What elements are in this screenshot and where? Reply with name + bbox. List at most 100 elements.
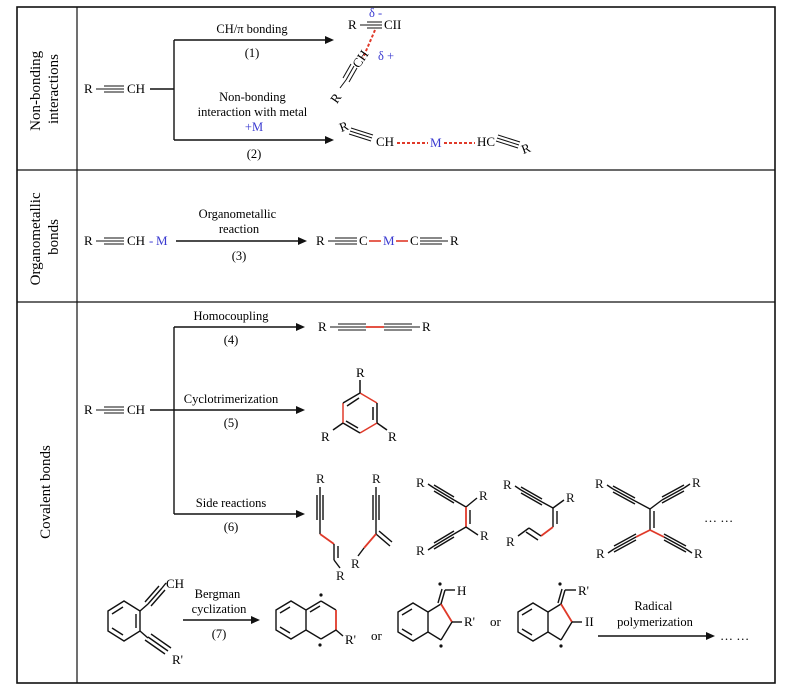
svg-text:-: - <box>149 233 153 248</box>
svg-text:R: R <box>336 568 345 583</box>
svg-text:δ +: δ + <box>378 49 394 63</box>
enediyne-ch: CH <box>166 576 184 591</box>
svg-text:M: M <box>383 233 395 248</box>
product-metal-bridge: R CH M HC R <box>337 118 533 157</box>
product-metal-acetylide: R C M C R <box>316 233 459 248</box>
section-label-organometallic: Organometallic bonds <box>28 189 62 286</box>
side-product-b: R R <box>351 471 393 571</box>
product-benzene <box>332 380 388 434</box>
polymer-ellipsis: … … <box>720 628 749 643</box>
svg-text:C: C <box>359 233 368 248</box>
svg-text:R: R <box>506 534 515 549</box>
side-products-ellipsis: … … <box>704 510 733 525</box>
svg-text:R: R <box>372 471 381 486</box>
reaction-5-label: Cyclotrimerization <box>184 392 279 406</box>
reaction-6-number: (6) <box>224 520 239 534</box>
svg-text:R: R <box>416 475 425 490</box>
alkyne-reactant-3: R CH <box>84 402 145 417</box>
svg-text:C: C <box>410 233 419 248</box>
reaction-3-label: Organometallic reaction <box>199 207 280 236</box>
reaction-5-number: (5) <box>224 416 239 430</box>
arrowhead-4 <box>296 323 305 331</box>
fulvene-diradical-2 <box>517 582 582 648</box>
svg-text:CH: CH <box>349 47 372 70</box>
product-diyne: R R <box>318 319 431 334</box>
alkyne-metal-reactant: R CH - M <box>84 233 168 248</box>
arrowhead-5 <box>296 406 305 414</box>
reaction-7-number: (7) <box>212 627 227 641</box>
svg-text:R: R <box>479 488 488 503</box>
fulvene-1-h: H <box>457 583 466 598</box>
branch-lines-3 <box>150 326 296 515</box>
svg-text:M: M <box>156 233 168 248</box>
section-label-non-bonding: Non-bonding interactions <box>28 47 62 131</box>
svg-text:CH: CH <box>127 81 145 96</box>
svg-text:R: R <box>692 475 701 490</box>
enediyne-reactant <box>107 582 172 655</box>
svg-text:R: R <box>351 556 360 571</box>
side-product-d: R R R <box>503 477 575 549</box>
reaction-3-number: (3) <box>232 249 247 263</box>
enediyne-rprime: R' <box>172 652 183 667</box>
branch-lines-1 <box>150 39 325 141</box>
arrowhead-6 <box>296 510 305 518</box>
benzene-r-right: R <box>388 429 397 444</box>
reaction-1-number: (1) <box>245 46 260 60</box>
side-product-e: R R R R <box>595 475 703 561</box>
svg-text:R: R <box>450 233 459 248</box>
svg-text:R: R <box>84 233 93 248</box>
svg-text:R: R <box>316 233 325 248</box>
svg-text:R: R <box>566 490 575 505</box>
svg-text:R: R <box>84 81 93 96</box>
svg-text:R: R <box>503 477 512 492</box>
alkyne-reactant-1: R CH <box>84 81 145 96</box>
svg-text:R: R <box>327 90 344 106</box>
reaction-6-label: Side reactions <box>196 496 267 510</box>
reaction-7-label: Bergman cyclization <box>192 587 248 616</box>
reaction-1-label: CH/π bonding <box>216 22 288 36</box>
product-ch-pi: R CII δ - δ + CH R <box>327 6 401 106</box>
fulvene-2-rprime: R' <box>578 583 589 598</box>
svg-text:R: R <box>480 528 489 543</box>
naphthalene-diradical <box>275 593 344 647</box>
svg-text:R: R <box>422 319 431 334</box>
arrowhead-2 <box>325 136 334 144</box>
benzene-r-left: R <box>321 429 330 444</box>
svg-text:CH: CH <box>376 134 394 149</box>
svg-text:R: R <box>694 546 703 561</box>
benzene-r-top: R <box>356 365 365 380</box>
side-product-a: R R <box>316 471 345 583</box>
arrowhead-1 <box>325 36 334 44</box>
or-1: or <box>371 628 383 643</box>
svg-text:M: M <box>430 135 442 150</box>
reaction-4-label: Homocoupling <box>194 309 270 323</box>
svg-text:R: R <box>318 319 327 334</box>
svg-text:R: R <box>416 543 425 558</box>
arrowhead-7 <box>251 616 260 624</box>
svg-text:CH: CH <box>127 233 145 248</box>
fulvene-diradical-1 <box>397 582 462 648</box>
table-frame <box>16 6 776 684</box>
or-2: or <box>490 614 502 629</box>
svg-text:HC: HC <box>477 134 495 149</box>
svg-text:R: R <box>519 140 533 157</box>
section-label-covalent: Covalent bonds <box>38 445 54 539</box>
arrowhead-8 <box>706 632 715 640</box>
svg-text:R: R <box>337 118 351 135</box>
reaction-4-number: (4) <box>224 333 239 347</box>
svg-text:R: R <box>595 476 604 491</box>
svg-text:CII: CII <box>384 17 401 32</box>
svg-text:R: R <box>316 471 325 486</box>
svg-text:CH: CH <box>127 402 145 417</box>
svg-text:R: R <box>348 17 357 32</box>
svg-text:R: R <box>84 402 93 417</box>
arrowhead-3 <box>298 237 307 245</box>
fulvene-2-h: II <box>585 614 594 629</box>
fulvene-1-rprime: R' <box>464 614 475 629</box>
svg-text:δ -: δ - <box>369 6 382 20</box>
svg-text:R: R <box>596 546 605 561</box>
reaction-2-label: Non-bonding interaction with metal +M <box>198 90 311 134</box>
naphthalene-rprime: R' <box>345 632 356 647</box>
side-product-c: R R R R <box>416 475 489 558</box>
